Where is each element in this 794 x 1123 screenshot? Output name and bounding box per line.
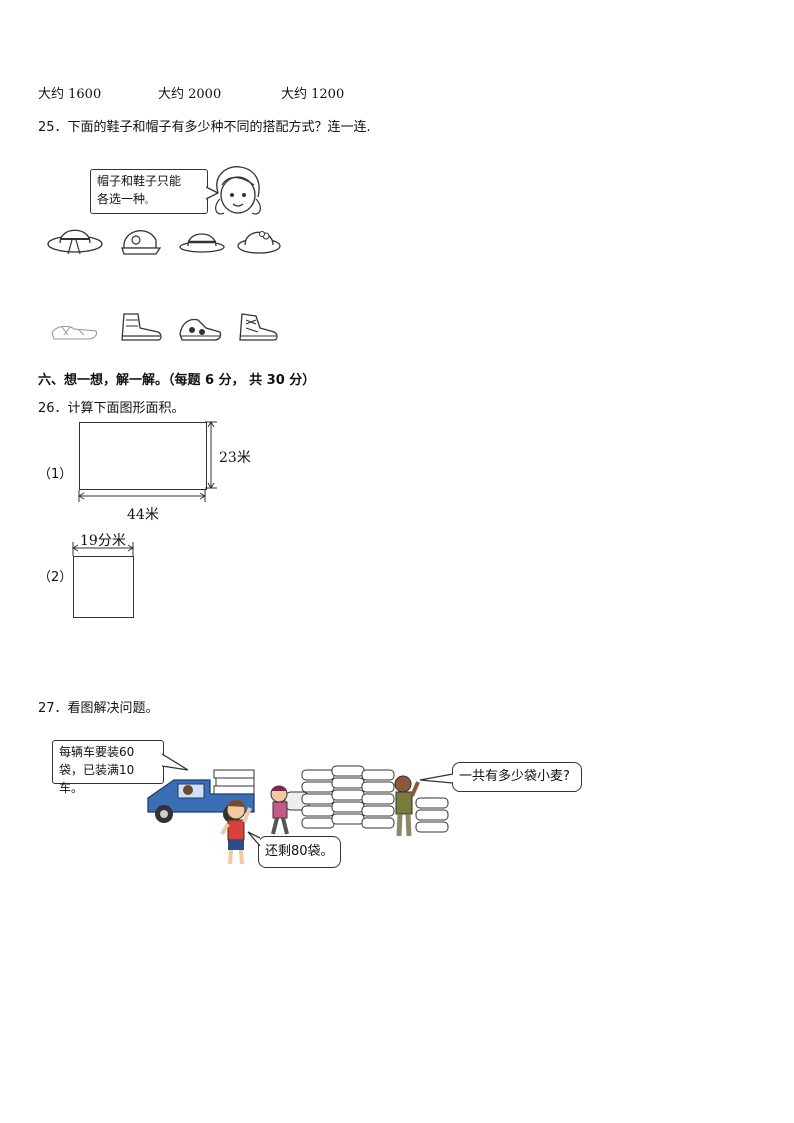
rectangle-figure (79, 422, 207, 490)
sneaker-icon (176, 312, 224, 344)
girl-face-icon (210, 163, 265, 223)
figure-1-label: （1） (38, 467, 73, 482)
question-27-text: 27．看图解决问题。 (38, 701, 159, 716)
height-label: 23米 (219, 450, 251, 466)
truck-bubble-line-2: 袋，已装满10车。 (59, 763, 135, 795)
wide-brim-ribbon-hat-icon (46, 222, 104, 258)
cap-icon (118, 222, 163, 258)
width-dimension-line (78, 490, 206, 502)
wheat-sack-pile-icon (298, 764, 454, 834)
girl-speech-bubble: 帽子和鞋子只能 各选一种。 (90, 169, 208, 214)
high-top-sneaker-icon (234, 310, 280, 344)
question-bubble-pointer-icon (419, 773, 454, 784)
width-label: 44米 (127, 507, 159, 523)
boot-icon (116, 310, 164, 344)
sandal-icon (48, 315, 100, 343)
square-side-label: 19分米 (80, 533, 126, 549)
question-26-text: 26．计算下面图形面积。 (38, 401, 185, 416)
girl-bubble-line-2: 各选一种 (97, 192, 146, 206)
square-figure (73, 556, 134, 618)
figure-2-label: （2） (38, 570, 73, 585)
section-6-heading: 六、想一想，解一解。（每题 6 分， 共 30 分） (38, 373, 316, 388)
truck-bubble-line-1: 每辆车要装60 (59, 745, 135, 759)
truck-speech-bubble: 每辆车要装60 袋，已装满10车。 (52, 740, 164, 795)
question-bubble-text: 一共有多少袋小麦? (459, 769, 570, 784)
question-25-text: 25．下面的鞋子和帽子有多少种不同的搭配方式？连一连. (38, 120, 371, 135)
square-dimension-line (72, 542, 134, 556)
remaining-bubble-pointer-icon (247, 831, 261, 847)
fedora-hat-icon (178, 224, 226, 256)
girl-bubble-tail: 。 (145, 196, 154, 205)
girl-bubble-line-1: 帽子和鞋子只能 (97, 174, 182, 188)
truck-bubble-pointer-icon (162, 753, 189, 771)
estimate-2: 大约 2000 (158, 87, 222, 102)
flower-hat-icon (236, 222, 282, 258)
estimate-3: 大约 1200 (281, 87, 345, 102)
question-speech-bubble: 一共有多少袋小麦? (452, 762, 582, 792)
remaining-bubble-text: 还剩80袋。 (265, 844, 334, 859)
height-dimension-line (205, 421, 217, 489)
estimate-1: 大约 1600 (38, 87, 102, 102)
waving-boy-icon (218, 798, 252, 868)
remaining-speech-bubble: 还剩80袋。 (258, 836, 341, 868)
pointing-man-icon (390, 774, 420, 840)
